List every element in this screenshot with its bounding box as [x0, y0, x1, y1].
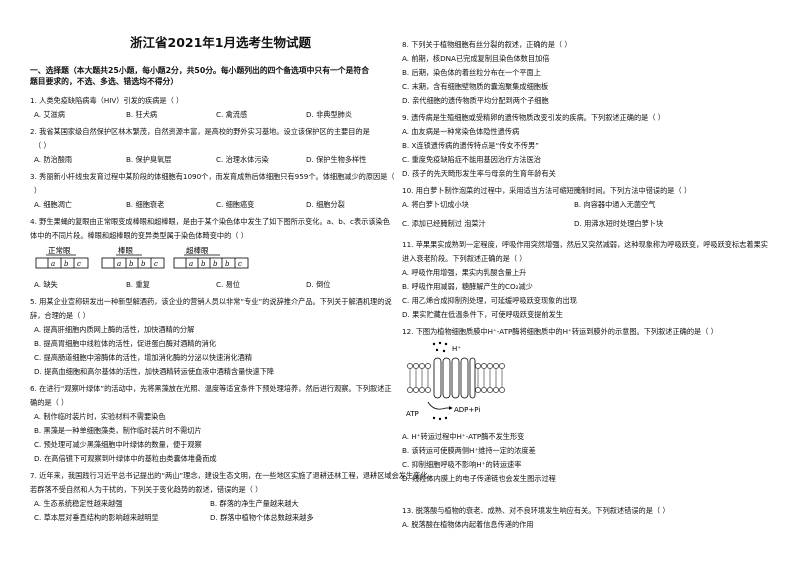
svg-text:a: a — [189, 260, 193, 268]
q10-option-b: B. 向容器中通入无菌空气 — [574, 200, 656, 209]
q5-stem-cont: 辞，合理的是（ ） — [30, 311, 90, 320]
q4-option-b: B. 重复 — [126, 280, 150, 289]
q12-option-a: A. H⁺转运过程中H⁺-ATP酶不发生形变 — [402, 432, 525, 441]
q3-stem-cont: ） — [34, 186, 42, 195]
q8-option-c: C. 末期，含有细胞壁物质的囊泡聚集成细胞板 — [402, 82, 549, 91]
label-atp: ATP — [406, 410, 419, 418]
svg-text:a: a — [117, 260, 121, 268]
q8-option-d: D. 亲代细胞的遗传物质平均分配到两个子细胞 — [402, 96, 549, 105]
q4-stem: 4. 野生果蝇的复眼由正常眼变成棒眼和超棒眼，是由于某个染色体中发生了如下图所示… — [30, 217, 390, 226]
q6-stem-cont: 确的是（ ） — [30, 398, 69, 407]
q4-stem-cont: 体中的不同片段。棒眼和超棒眼的变异类型属于染色体畸变中的（ ） — [30, 231, 248, 240]
q7-option-d: D. 群落中植物个体总数越来越多 — [210, 513, 314, 522]
q2-option-c: C. 治理水体污染 — [216, 155, 269, 164]
q2-option-b: B. 保护臭氧层 — [126, 155, 172, 164]
section-heading: 一、选择题（本大题共25小题，每小题2分，共50分。每小题列出的四个备选项中只有… — [30, 66, 369, 75]
q3-option-d: D. 细胞分裂 — [306, 200, 345, 209]
q9-option-d: D. 孩子的先天畸形发生率与母亲的生育年龄有关 — [402, 169, 556, 178]
q12-option-b: B. 该转运可使膜两侧H⁺维持一定的浓度差 — [402, 446, 536, 455]
q9-option-b: B. X连锁遗传病的遗传特点是“传女不传男” — [402, 141, 539, 150]
q11-option-c: C. 用乙烯合成抑制剂处理，可延缓呼吸跃变现象的出现 — [402, 296, 577, 305]
q12-option-c: C. 抑制细胞呼吸不影响H⁺的转运速率 — [402, 460, 522, 469]
svg-text:c: c — [154, 260, 158, 268]
q7-stem-cont: 若群落不受自然和人为干扰的，下列关于变化趋势的叙述，错误的是（ ） — [30, 485, 263, 494]
q2-stem-cont: （ ） — [34, 141, 51, 150]
q4-option-a: A. 缺失 — [34, 280, 58, 289]
q11-option-a: A. 呼吸作用增强，果实内乳酸含量上升 — [402, 268, 527, 277]
svg-text:a: a — [51, 260, 55, 268]
q3-option-a: A. 细胞凋亡 — [34, 200, 73, 209]
q6-option-a: A. 制作临时装片时，实验材料不需要染色 — [34, 412, 166, 421]
q10-stem: 10. 用白萝卜制作泡菜的过程中，采用适当方法可缩短腌制时间。下列方法中错误的是… — [402, 186, 692, 195]
svg-text:b: b — [141, 260, 146, 268]
q7-option-b: B. 群落的净生产量越来越大 — [210, 499, 299, 508]
q11-stem: 11. 苹果果实成熟到一定程度，呼吸作用突然增强，然后又突然减弱，这种现象称为呼… — [402, 240, 768, 249]
q5-option-d: D. 提高血细胞和高尔基体的活性，加快酒精转运使血液中酒精含量快速下降 — [34, 367, 275, 376]
svg-text:c: c — [238, 260, 242, 268]
section-heading-cont: 题目要求的，不选、多选、错选均不得分） — [30, 77, 179, 86]
q11-option-d: D. 果实贮藏在低温条件下，可使呼吸跃变提前发生 — [402, 310, 564, 319]
q13-stem: 13. 脱落酸与植物的衰老、成熟、对不良环境发生响应有关。下列叙述错误的是（ ） — [402, 506, 670, 515]
q11-option-b: B. 呼吸作用减弱，糖酵解产生的CO₂减少 — [402, 282, 533, 291]
q9-option-a: A. 血友病是一种常染色体隐性遗传病 — [402, 127, 520, 136]
h-atpase-diagram: H⁺ — [406, 341, 505, 421]
q13-option-a: A. 脱落酸在植物体内起着信息传递的作用 — [402, 520, 534, 529]
q7-stem: 7. 近年来，我国践行习近平总书记提出的“两山”理念，建设生态文明，在一些地区实… — [30, 471, 435, 480]
q4-option-c: C. 易位 — [216, 280, 240, 289]
svg-text:c: c — [77, 260, 81, 268]
q8-stem: 8. 下列关于植物细胞有丝分裂的叙述，正确的是（ ） — [402, 40, 572, 49]
q4-option-d: D. 倒位 — [306, 280, 331, 289]
q1-option-d: D. 非典型肺炎 — [306, 110, 353, 119]
q1-option-a: A. 艾滋病 — [34, 110, 65, 119]
q7-option-c: C. 草本层对垂直结构的影响越来越明显 — [34, 513, 159, 522]
q12-option-d: D. 线粒体内膜上的电子传递链也会发生图示过程 — [402, 474, 556, 483]
q5-option-c: C. 提高肠道细胞中溶酶体的活性，增加消化酶的分泌以快速消化酒精 — [34, 353, 253, 362]
q12-stem: 12. 下图为植物细胞质膜中H⁺-ATP酶将细胞质中的H⁺转运到膜外的示意图。下… — [402, 327, 718, 336]
q2-option-a: A. 防治酸雨 — [34, 155, 73, 164]
q1-stem: 1. 人类免疫缺陷病毒（HIV）引发的疾病是（ ） — [30, 96, 184, 105]
q6-option-b: B. 黑藻是一种单细胞藻类，制作临时装片时不需切片 — [34, 426, 202, 435]
svg-text:b: b — [213, 260, 218, 268]
q8-option-b: B. 后期，染色体的着丝粒分布在一个平面上 — [402, 68, 541, 77]
label-normal-eye: 正常眼 — [48, 246, 71, 255]
q3-stem: 3. 秀丽新小杆线虫发育过程中某阶段的体细胞有1090个，而发育成熟后体细胞只有… — [30, 172, 395, 181]
q2-option-d: D. 保护生物多样性 — [306, 155, 367, 164]
q5-option-a: A. 提高肝细胞内质网上酶的活性，加快酒精的分解 — [34, 325, 195, 334]
q2-stem: 2. 我省某国家级自然保护区林木繁茂，自然资源丰富，是高校的野外实习基地。设立该… — [30, 127, 370, 136]
svg-text:b: b — [129, 260, 134, 268]
label-bar-eye: 棒眼 — [118, 246, 133, 255]
q10-option-a: A. 将白萝卜切成小块 — [402, 200, 469, 209]
q6-stem: 6. 在进行“观察叶绿体”的活动中，先将黑藻放在光照、温度等适宜条件下预处理培养… — [30, 384, 392, 393]
label-ultra-bar-eye: 超棒眼 — [186, 246, 209, 255]
q6-option-d: D. 在高倍镜下可观察到叶绿体中的基粒由类囊体堆叠而成 — [34, 454, 217, 463]
label-h-ion: H⁺ — [452, 345, 461, 353]
q3-option-b: B. 细胞衰老 — [126, 200, 165, 209]
page-title: 浙江省2021年1月选考生物试题 — [130, 35, 311, 50]
label-adp-pi: ADP+Pi — [454, 406, 480, 414]
q3-option-c: C. 细胞癌变 — [216, 200, 255, 209]
q5-option-b: B. 提高胃细胞中线粒体的活性，促进蛋白酶对酒精的消化 — [34, 339, 217, 348]
q8-option-a: A. 前期，核DNA已完成复制且染色体数目加倍 — [402, 54, 550, 63]
q6-option-c: C. 预处理可减少黑藻细胞中叶绿体的数量，便于观察 — [34, 440, 202, 449]
q1-option-c: C. 禽流感 — [216, 110, 248, 119]
q10-option-d: D. 用沸水短时处理白萝卜块 — [574, 219, 664, 228]
q10-option-c: C. 添加已经腌制过 泡菜汁 — [402, 219, 486, 228]
q9-option-c: C. 重度免疫缺陷症不能用基因治疗方法医治 — [402, 155, 541, 164]
q7-option-a: A. 生态系统稳定性越来越强 — [34, 499, 123, 508]
q1-option-b: B. 狂犬病 — [126, 110, 158, 119]
membrane-figure: H⁺ — [404, 340, 514, 426]
q11-stem-cont: 进入衰老阶段。下列叙述正确的是（ ） — [402, 254, 527, 263]
q5-stem: 5. 用某企业宣称研发出一种新型解酒药，该企业的营销人员以非常“专业”的说辞推介… — [30, 297, 392, 306]
svg-text:b: b — [201, 260, 206, 268]
svg-text:b: b — [225, 260, 230, 268]
svg-text:b: b — [64, 260, 69, 268]
q9-stem: 9. 遗传病是生殖细胞或受精卵的遗传物质改变引发的疾病。下列叙述正确的是（ ） — [402, 113, 665, 122]
